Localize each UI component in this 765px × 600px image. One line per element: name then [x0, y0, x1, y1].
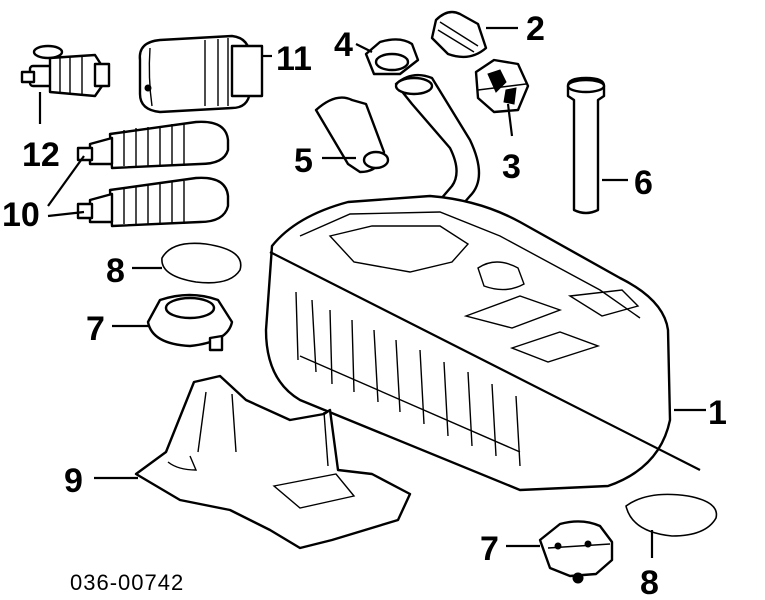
callout-5: 5	[294, 142, 313, 180]
part-2-boot	[430, 10, 488, 59]
callout-7-top: 7	[86, 310, 105, 348]
callout-8-bottom: 8	[640, 564, 659, 600]
part-11-fuel-filter	[138, 34, 264, 114]
callout-8-top: 8	[106, 252, 125, 290]
part-6-vent-tube	[566, 76, 606, 215]
callout-7-bottom: 7	[480, 530, 499, 568]
part-3-housing	[474, 58, 530, 114]
reference-number: 036-00742	[70, 570, 184, 595]
part-5-filler-boot	[314, 96, 390, 174]
callout-2: 2	[526, 10, 545, 48]
part-8-gasket-top	[161, 242, 242, 284]
callout-9: 9	[64, 462, 83, 500]
callout-1: 1	[708, 394, 727, 432]
callout-4: 4	[334, 26, 353, 64]
part-7-lock-ring-top	[146, 293, 234, 352]
part-1-fuel-tank	[264, 194, 701, 492]
filler-tube	[394, 73, 481, 214]
callout-10: 10	[2, 196, 40, 234]
callout-11: 11	[276, 40, 312, 78]
callout-3: 3	[502, 148, 521, 186]
part-12-valve	[20, 44, 111, 98]
part-8-gasket-bottom	[625, 493, 718, 537]
callout-6: 6	[634, 164, 653, 202]
part-7-lock-ring-bottom	[538, 520, 614, 584]
part-9-heat-shield	[134, 374, 412, 550]
part-4-grommet	[364, 38, 420, 76]
part-10-fuel-pumps	[76, 120, 230, 228]
callout-12: 12	[22, 136, 60, 174]
leader-lines	[38, 26, 706, 558]
